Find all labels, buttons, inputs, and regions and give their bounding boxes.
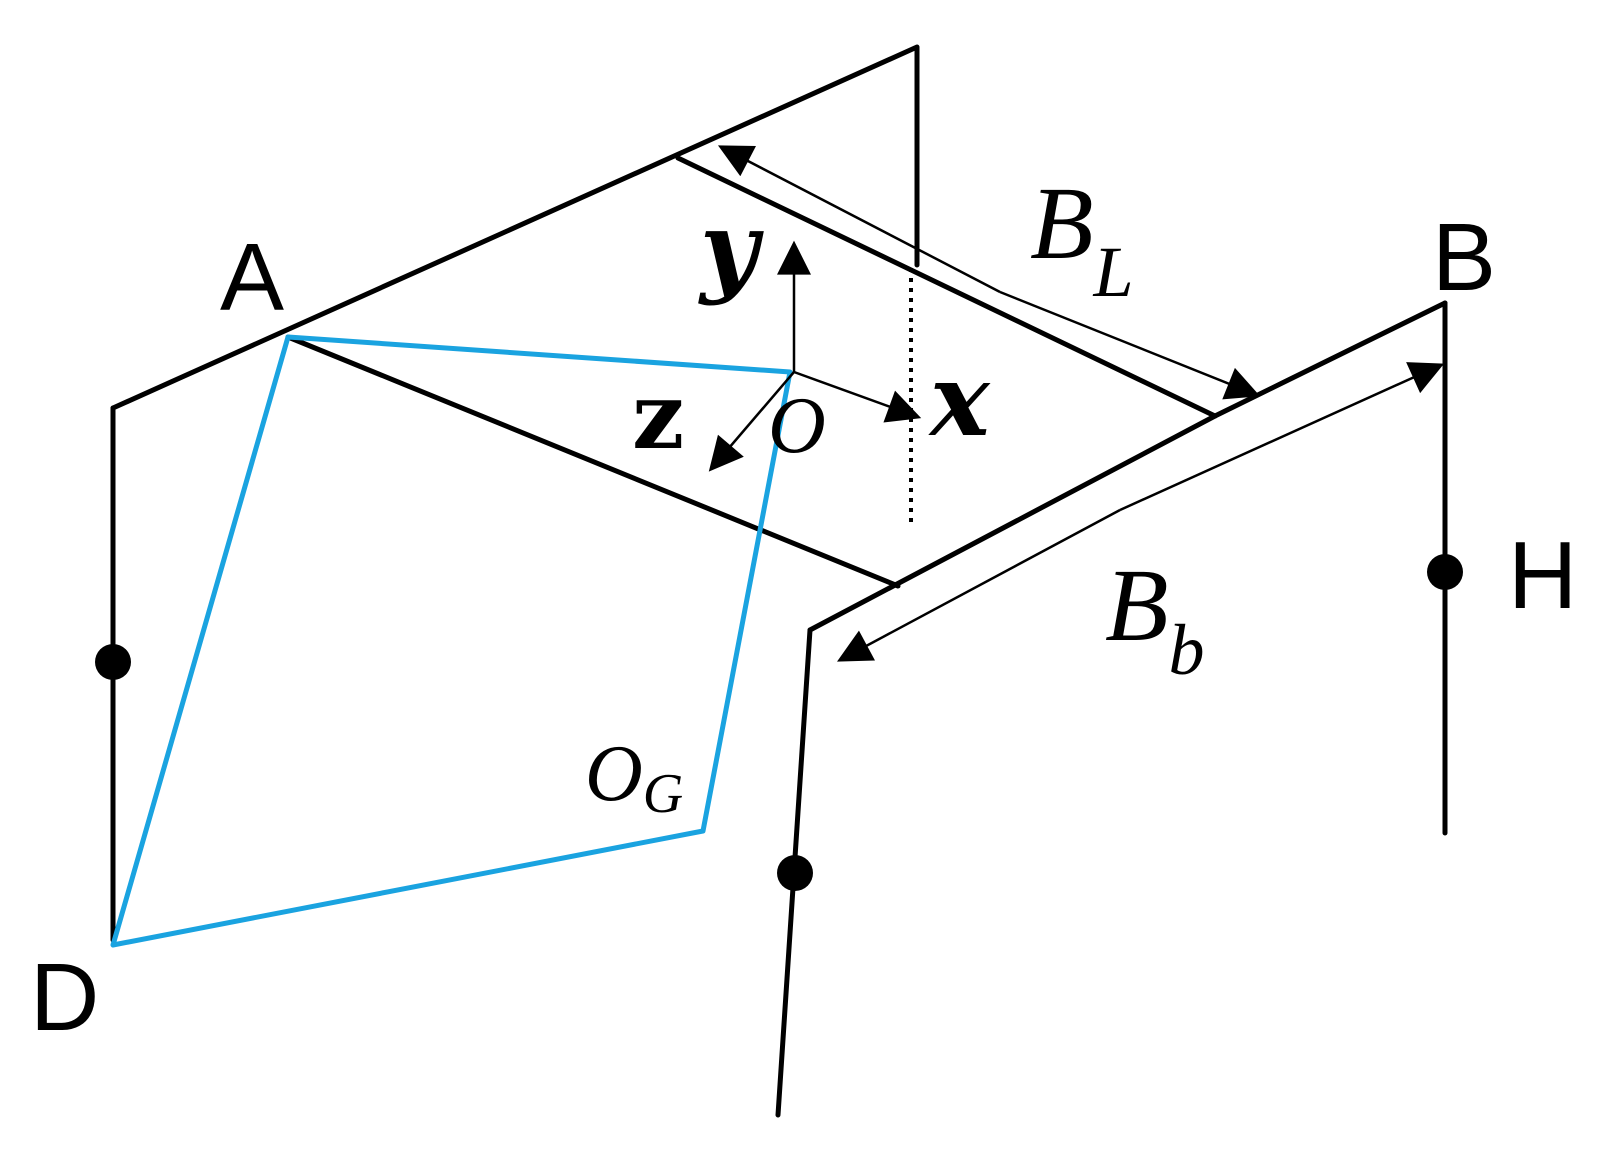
bl-dimension-arrow-b [999, 290, 1261, 400]
upper-diagonal-edge [675, 155, 1218, 419]
z-axis-arrow [708, 371, 795, 472]
highlight-quad [110, 334, 793, 948]
label-a: A [220, 224, 284, 331]
back-plate-top-edge [110, 44, 920, 411]
right-leg-node-h [1427, 554, 1463, 590]
label-d: D [30, 944, 99, 1051]
left-leg-node [95, 644, 131, 680]
label-bl: BL [1030, 166, 1134, 312]
label-bb-sub: b [1169, 610, 1205, 690]
frame-lines [110, 44, 1448, 1118]
edge-a-to-front [285, 334, 901, 589]
coordinate-axes [708, 240, 922, 472]
dimension-arrows [717, 145, 1445, 662]
front-edge-lower [807, 413, 1218, 633]
label-origin: O [768, 382, 826, 470]
front-leg-node [777, 855, 813, 891]
label-h: H [1508, 522, 1577, 629]
bb-dimension-arrow-b [837, 508, 1121, 662]
label-bb-base: B [1105, 548, 1169, 663]
label-origin-g-sub: G [643, 763, 683, 825]
label-bl-base: B [1030, 166, 1094, 281]
bl-dimension-arrow-a [717, 145, 1001, 294]
label-x-axis: x [928, 341, 991, 459]
label-bb: Bb [1105, 548, 1205, 690]
label-origin-g: OG [585, 730, 683, 825]
label-y-axis: y [698, 189, 764, 307]
label-z-axis: z [632, 362, 684, 470]
label-bl-sub: L [1093, 232, 1134, 312]
bb-dimension-arrow-a [1119, 362, 1445, 512]
top-right-edge [1212, 300, 1448, 419]
label-b: B [1432, 204, 1496, 311]
label-origin-g-base: O [585, 730, 643, 818]
x-axis-arrow [793, 370, 922, 423]
